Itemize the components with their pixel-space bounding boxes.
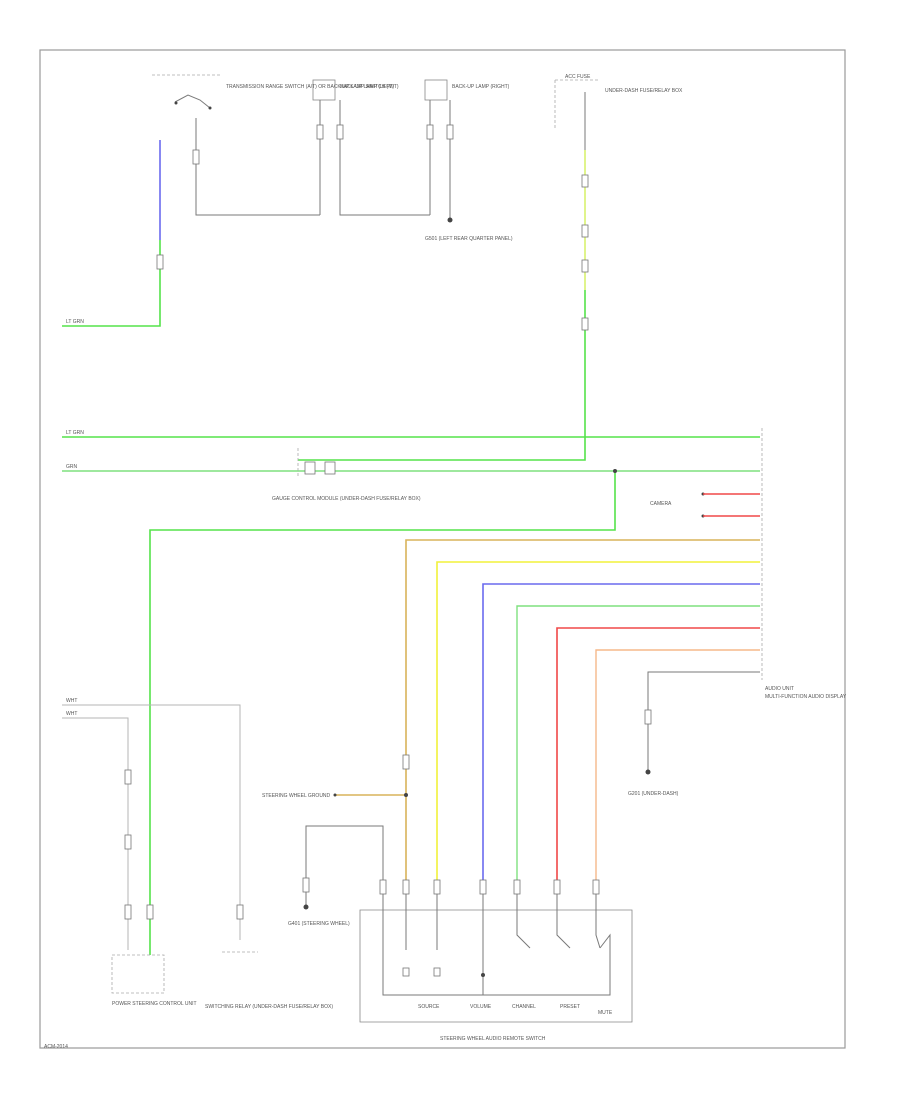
camera-connector: CAMERA <box>650 492 760 518</box>
back-up-lamp-left: BACK-UP LAMP (LEFT) <box>312 79 394 101</box>
junction-label: GAUGE CONTROL MODULE (UNDER-DASH FUSE/RE… <box>272 496 421 502</box>
switch-preset: PRESET <box>560 1004 580 1010</box>
audio-unit-connector: AUDIO UNIT MULTI-FUNCTION AUDIO DISPLAY <box>761 428 847 700</box>
fuse-label: ACC FUSE <box>565 74 591 80</box>
fuse-box-label: UNDER-DASH FUSE/RELAY BOX <box>605 88 683 94</box>
relay-label: SWITCHING RELAY (UNDER-DASH FUSE/RELAY B… <box>205 1004 333 1010</box>
switch-mute: MUTE <box>598 1010 613 1016</box>
audio-unit-label: AUDIO UNIT <box>765 686 794 692</box>
wire-blue <box>482 583 760 880</box>
audio-remote-switch-panel: SOURCE VOLUME CHANNEL PRESET MUTE STEERI… <box>359 894 633 1042</box>
acc-fuse: ACC FUSE UNDER-DASH FUSE/RELAY BOX <box>554 74 683 130</box>
back-up-lamp-right: BACK-UP LAMP (RIGHT) <box>424 79 510 101</box>
wire-yellow <box>436 561 760 880</box>
switching-relay: SWITCHING RELAY (UNDER-DASH FUSE/RELAY B… <box>205 951 333 1010</box>
wire-light-green <box>516 605 760 880</box>
ground-label-steer: G401 (STEERING WHEEL) <box>288 921 350 927</box>
footer-code: ACM-2014 <box>44 1044 68 1050</box>
wire-label-green-2: LT GRN <box>66 430 84 436</box>
top-sensor: TRANSMISSION RANGE SWITCH (A/T) OR BACK-… <box>152 74 399 110</box>
junction-connector: GAUGE CONTROL MODULE (UNDER-DASH FUSE/RE… <box>272 448 421 502</box>
wire-black-ground <box>647 671 760 770</box>
audio-right-label: MULTI-FUNCTION AUDIO DISPLAY <box>765 694 847 700</box>
cruise-label: STEERING WHEEL GROUND <box>262 793 331 799</box>
top-sensor-label: TRANSMISSION RANGE SWITCH (A/T) OR BACK-… <box>226 84 399 90</box>
diagram-frame <box>39 49 846 1049</box>
switch-channel: CHANNEL <box>512 1004 536 1010</box>
wire-label-wht-2: WHT <box>66 711 77 717</box>
wire-red <box>556 627 760 880</box>
ground-label-right: G201 (UNDER-DASH) <box>628 791 679 797</box>
wire-label-green-1: LT GRN <box>66 319 84 325</box>
wire-label-wht-1: WHT <box>66 698 77 704</box>
wire-orange <box>405 539 760 880</box>
camera-label: CAMERA <box>650 501 672 507</box>
wire-label-grn-3: GRN <box>66 464 78 470</box>
switch-source: SOURCE <box>418 1004 440 1010</box>
left-box-label: POWER STEERING CONTROL UNIT <box>112 1001 197 1007</box>
lamp-left-label: BACK-UP LAMP (LEFT) <box>340 84 394 90</box>
lamp-right-label: BACK-UP LAMP (RIGHT) <box>452 84 510 90</box>
ground-icon <box>447 217 453 223</box>
power-steering-control-unit: POWER STEERING CONTROL UNIT <box>111 954 197 1007</box>
switch-panel-label: STEERING WHEEL AUDIO REMOTE SWITCH <box>440 1036 546 1042</box>
switch-volume: VOLUME <box>470 1004 492 1010</box>
wire-pink <box>595 649 760 880</box>
ground-label-top: G501 (LEFT REAR QUARTER PANEL) <box>425 236 513 242</box>
